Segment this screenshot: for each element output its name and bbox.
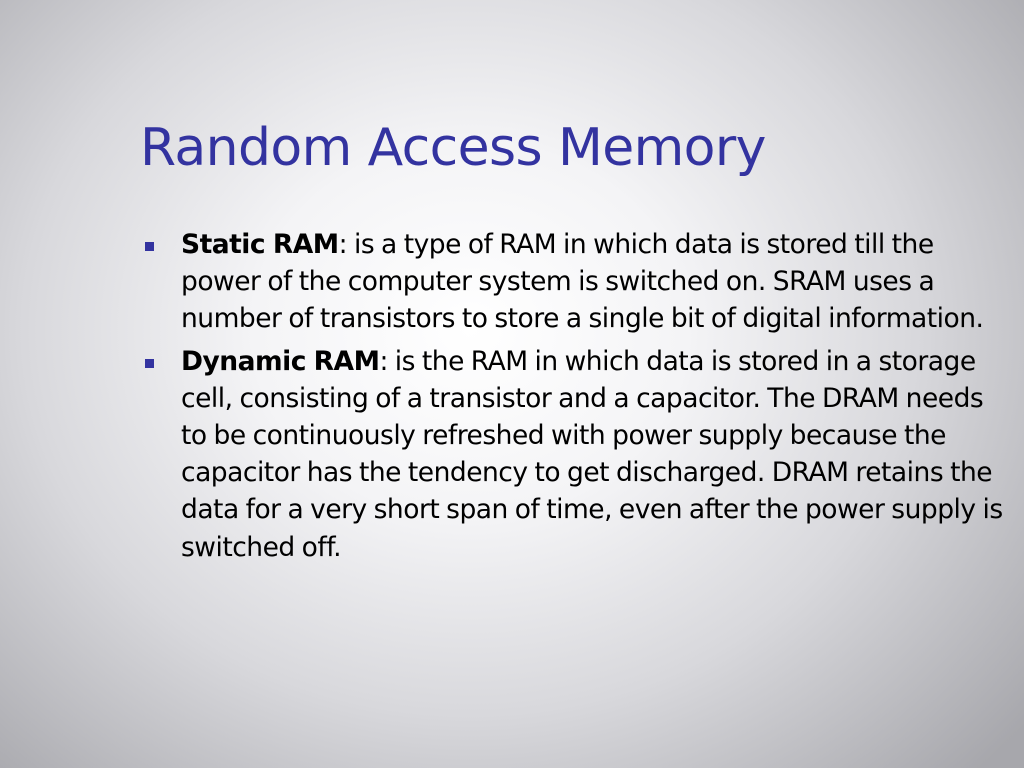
bullet-term: Static RAM: [181, 229, 339, 260]
bullet-list: Static RAM: is a type of RAM in which da…: [140, 226, 1004, 571]
square-bullet-icon: [145, 242, 154, 251]
slide-title: Random Access Memory: [140, 118, 766, 178]
square-bullet-icon: [145, 358, 154, 368]
bullet-description: : is the RAM in which data is stored in …: [181, 345, 1003, 563]
bullet-text: Static RAM: is a type of RAM in which da…: [181, 226, 1004, 338]
bullet-term: Dynamic RAM: [181, 345, 380, 377]
bullet-item-dynamic-ram: Dynamic RAM: is the RAM in which data is…: [140, 343, 1004, 566]
bullet-text: Dynamic RAM: is the RAM in which data is…: [181, 343, 1004, 566]
bullet-item-static-ram: Static RAM: is a type of RAM in which da…: [140, 226, 1004, 338]
bullet-description: : is a type of RAM in which data is stor…: [181, 229, 984, 335]
